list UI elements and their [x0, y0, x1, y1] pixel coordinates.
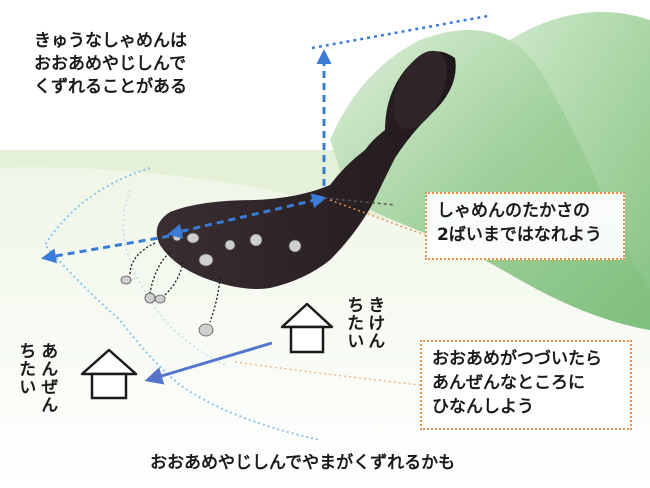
- slope-top-line: [311, 14, 489, 50]
- falling-rocks: [120, 242, 221, 337]
- diagram-caption: おおあめやじしんでやまがくずれるかも: [150, 453, 456, 473]
- danger-zone-label-line2: ちたい: [343, 296, 364, 350]
- height-note-box: しゃめんのたかさの 2ばいまではなれよう: [425, 192, 625, 260]
- danger-zone-label: きけん: [364, 296, 385, 350]
- intro-line: おおあめやじしんで: [34, 53, 187, 74]
- rain-note-line: あんぜんなところに: [432, 372, 585, 393]
- intro-text: きゅうなしゃめんは おおあめやじしんで くずれることがある: [34, 30, 187, 99]
- safe-zone-label: あんぜん: [37, 342, 58, 414]
- height-note-line: 2ばいまではなれよう: [437, 224, 602, 245]
- intro-line: くずれることがある: [34, 76, 187, 97]
- evacuation-arrow: [144, 341, 273, 385]
- distance-arrow-upper: [167, 193, 327, 239]
- rain-note-line: ひなんしよう: [432, 396, 534, 417]
- house-icon: [280, 302, 334, 354]
- height-note-line: しゃめんのたかさの: [437, 201, 590, 221]
- safe-zone-label-line2: ちたい: [15, 342, 36, 396]
- height-note-leader: [329, 199, 426, 236]
- rain-note-box: おおあめがつづいたら あんぜんなところに ひなんしよう: [420, 340, 632, 430]
- debris-tip: [393, 50, 447, 130]
- rain-note-line: おおあめがつづいたら: [432, 349, 602, 369]
- distance-arrow-lower: [41, 234, 171, 264]
- house-icon: [80, 348, 138, 400]
- intro-line: きゅうなしゃめんは: [34, 31, 187, 51]
- danger-area-boundary: [43, 167, 321, 441]
